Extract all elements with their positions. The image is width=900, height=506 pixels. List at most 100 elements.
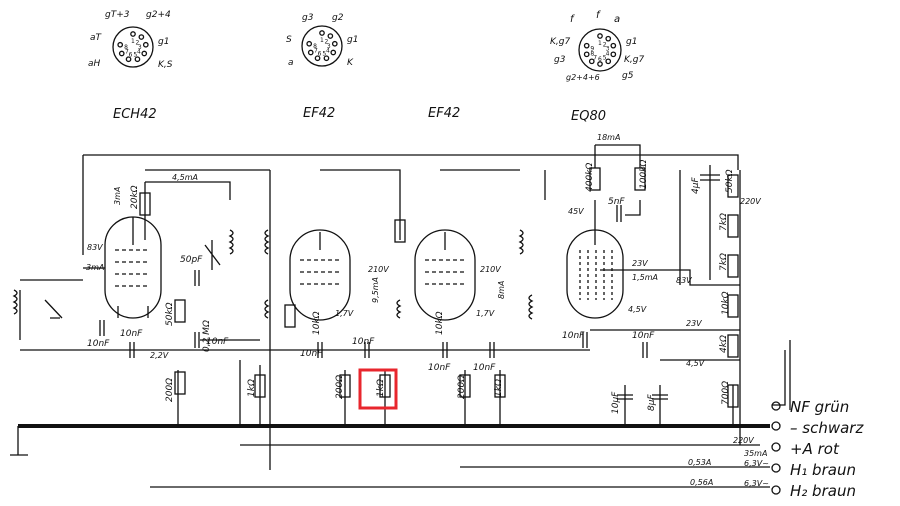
meas-1-7v-a: 1,7V [335,309,354,318]
label-c10n-1: 10nF [87,339,110,349]
coil-input [12,289,63,340]
pin-label: K,g7 [624,55,644,65]
label-c4u: 4μF [691,177,701,194]
pin-number: 3 [327,43,331,50]
label-c10n-8: 10nF [562,331,585,341]
meas-23v-b: 23V [686,319,702,328]
pin-label: S [286,35,292,45]
label-r100k: 100kΩ [639,160,649,189]
pin-dot [597,33,603,39]
terminal-plus-a [771,442,781,452]
meas-1-5ma: 1,5mA [632,273,658,282]
tube-ech42 [104,216,162,319]
terminal-h1 [771,463,781,473]
meas-3ma: 3mA [113,187,122,205]
pin-number: 5 [603,54,607,61]
pin-label: g3 [554,55,566,65]
tube-name: EF42 [428,106,460,121]
pin-label: g3 [302,13,314,23]
pin-number: 4 [137,49,141,56]
connector-label-nf: NF grün [790,398,849,416]
pin-number: 1 [131,38,135,45]
meas-1-7v-b: 1,7V [476,309,495,318]
label-r700: 700Ω [721,381,731,405]
pin-label: g2 [332,13,344,23]
pin-number: 7 [125,49,129,56]
terminal-minus [771,421,781,431]
pin-label: g1 [347,35,358,45]
label-c10n-9: 10nF [632,331,655,341]
label-r1k3: 1kΩ [494,379,504,397]
pin-dot [605,35,612,42]
output-connector: NF grün – schwarz +A rot H₁ braun H₂ bra… [771,398,864,500]
meas-6-3v-b: 6,3V~ [744,479,769,488]
pin-number: 2 [324,39,328,46]
pin-number: 4 [326,48,330,55]
pin-dot [117,41,124,48]
pin-label: aT [90,33,103,43]
pin-dot [125,56,132,63]
pin-dot [323,55,330,62]
pinout-ef42-b: EF42 [428,106,460,121]
wire [595,144,641,168]
pin-number: 9 [590,46,594,53]
meas-83v-b: 83V [676,276,692,285]
coil-if3 [528,294,534,320]
pin-dot [118,50,125,57]
pinout-ech42: gT+3 g2+4 aT g1 aH K,S ECH42 [88,10,173,122]
pin-number: 2 [135,40,139,47]
pin-dot [327,33,334,39]
pin-dot [605,58,612,65]
pin-dot [130,31,136,37]
tube-ef42-b [414,229,476,321]
pin-dot [588,58,595,65]
pin-number: 3 [606,46,610,53]
meas-83v: 83V [87,243,103,252]
meas-2-2v: 2,2V [150,351,169,360]
label-c10n-7: 10nF [473,363,496,373]
connector-label-h2: H₂ braun [790,482,856,500]
meas-4-5ma: 4,5mA [172,173,198,182]
resistors [139,167,739,408]
label-c10n-3: 10nF [206,337,229,347]
pin-dot [134,56,141,63]
label-r4k: 4kΩ [719,335,729,353]
meas-220v: 220V [740,197,761,206]
meas-9-5ma: 9,5mA [371,277,380,303]
label-c50p: 50pF [180,255,203,265]
label-r10k3: 10kΩ [435,311,445,335]
pinout-ef42-a: g3 g2 S g1 a K EF42 [286,13,358,121]
meas-4-5v-b: 4,5V [686,359,705,368]
pin-number: 5 [133,52,137,59]
label-r7k: 7kΩ [719,213,729,231]
pin-dot [142,41,149,48]
pin-dot [319,30,325,36]
pin-dot [141,50,148,57]
wire [145,181,231,200]
pin-dot [583,42,590,49]
connector-label-minus: – schwarz [790,419,864,437]
label-c10n-6: 10nF [428,363,451,373]
meas-210v-b: 210V [480,265,501,274]
label-r50k2: 50kΩ [725,169,735,193]
pin-label: K,g7 [550,37,570,47]
label-r200c: 200Ω [457,375,467,399]
pin-number: 2 [603,42,607,49]
coil-if1 [264,229,270,319]
pin-label: g2+4 [146,10,171,20]
pin-number: 7 [314,48,318,55]
pin-number: 1 [320,37,324,44]
label-r1k-highlight: 1kΩ [376,379,386,397]
meas-4-5v: 4,5V [628,305,647,314]
tube-name: EQ80 [571,109,606,124]
top-bus-wire [83,154,739,170]
pin-number: 5 [322,51,326,58]
pin-label: a [288,58,294,68]
pin-label: g2+4+6 [566,73,600,82]
meas-23v: 23V [632,259,648,268]
pin-label: gT+3 [105,10,130,20]
pin-dot [138,34,145,40]
meas-210v-a: 210V [368,265,389,274]
label-c5n: 5nF [608,197,625,207]
